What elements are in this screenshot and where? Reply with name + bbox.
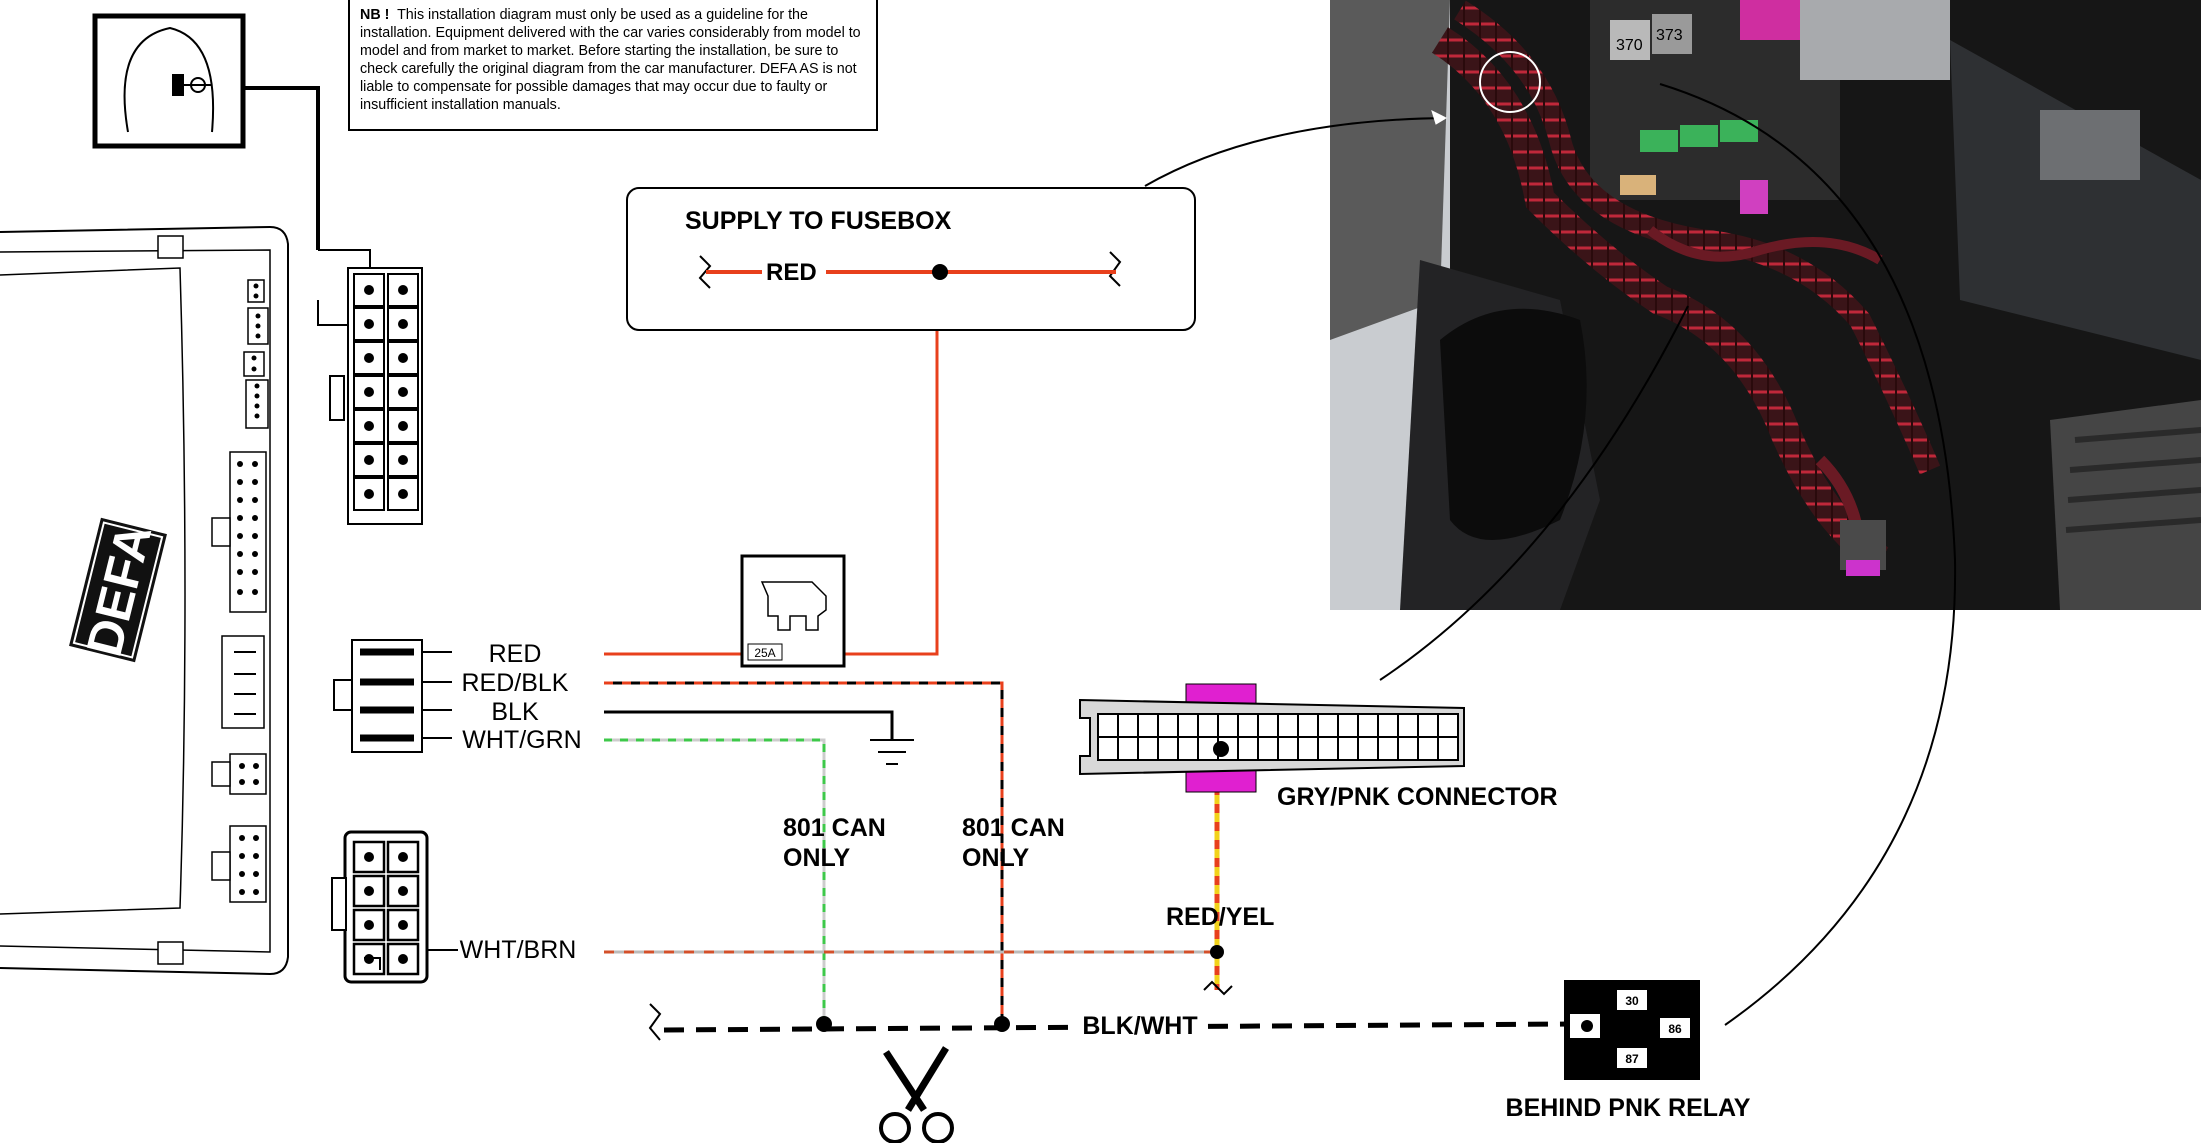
fusebox-panel: SUPPLY TO FUSEBOX RED: [626, 187, 1196, 331]
can-note-2-line1: 801 CAN: [962, 814, 1065, 842]
wire-label-blk-wht: BLK/WHT: [1082, 1012, 1197, 1040]
relay-pin-87: 87: [1625, 1052, 1639, 1066]
splice-point-wht-brn: [1210, 945, 1224, 959]
callout-line-fusebox: [1144, 117, 1447, 187]
connector-highlight-circle: [1479, 51, 1541, 113]
fusebox-splice-point: [932, 264, 948, 280]
can-note-2-line2: ONLY: [962, 844, 1029, 872]
wire-label-blk: BLK: [491, 698, 539, 726]
callout-line-connector: [1379, 305, 1689, 681]
defa-control-unit: DEFA: [0, 225, 289, 976]
sticker-370: 370: [1616, 37, 1643, 54]
key-sensor-module: [92, 13, 320, 250]
callout-line-relay: [1659, 83, 1957, 1026]
wire-label-red-blk: RED/BLK: [462, 669, 569, 697]
can-note-1-line1: 801 CAN: [783, 814, 886, 842]
wire-wht-grn: [604, 738, 826, 1022]
splice-point-wht-grn: [816, 1016, 832, 1032]
relay-pin-30: 30: [1625, 994, 1639, 1008]
wire-break-mark: [1203, 980, 1233, 996]
fuse-icon: 25A: [740, 554, 846, 668]
wire-blk: [604, 710, 894, 740]
upper-connector: [317, 249, 423, 525]
lower-connector: [331, 830, 429, 984]
notice-prefix: NB !: [360, 7, 390, 23]
splice-point-red-blk: [994, 1016, 1010, 1032]
notice-box: NB ! This installation diagram must only…: [348, 0, 878, 131]
relay-label: BEHIND PNK RELAY: [1506, 1094, 1751, 1122]
can-note-1-line2: ONLY: [783, 844, 850, 872]
fusebox-wire-label: RED: [766, 259, 817, 286]
fuse-rating: 25A: [754, 646, 775, 660]
sticker-373: 373: [1656, 27, 1683, 44]
gry-pnk-connector: [1079, 683, 1465, 793]
callout-arrow-head: [1431, 110, 1448, 125]
connector-label: GRY/PNK CONNECTOR: [1277, 783, 1558, 811]
wire-label-red: RED: [489, 640, 542, 668]
wire-label-wht-grn: WHT/GRN: [462, 726, 581, 754]
harness-plug: [333, 639, 423, 753]
wire-label-wht-brn: WHT/BRN: [460, 936, 577, 964]
relay-pin-86: 86: [1668, 1022, 1682, 1036]
installation-photo: 370 373: [1330, 0, 2201, 610]
wire-red-to-fusebox: [845, 274, 939, 656]
harness-leads: [422, 651, 452, 739]
fusebox-title: SUPPLY TO FUSEBOX: [685, 207, 952, 235]
wire-label-red-yel: RED/YEL: [1166, 903, 1274, 931]
cut-scissors-icon: [879, 1046, 954, 1143]
pnk-relay: 30 86 87: [1564, 980, 1700, 1080]
relay-sticker: [1610, 20, 1650, 60]
notice-text: This installation diagram must only be u…: [360, 7, 861, 113]
ground-symbol: [870, 739, 914, 765]
